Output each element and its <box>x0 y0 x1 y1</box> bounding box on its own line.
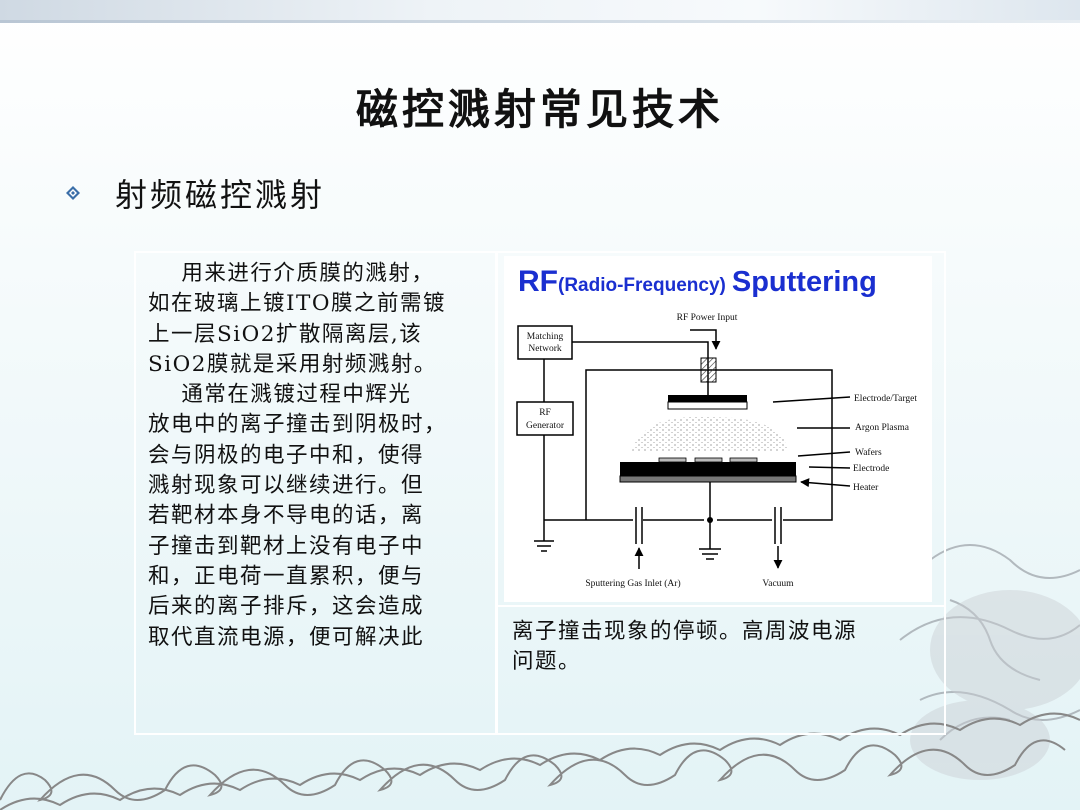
text-line: 问题。 <box>512 649 582 675</box>
text-line: 会与阴极的电子中和，使得 <box>148 442 425 468</box>
text-line: 子撞击到靶材上没有电子中 <box>148 533 425 559</box>
text-line: 溅射现象可以继续进行。但 <box>148 473 425 499</box>
label-wafers: Wafers <box>855 447 882 458</box>
label-rf-gen-1: RF <box>539 408 551 418</box>
diagram-title-paren: (Radio-Frequency) <box>558 275 726 296</box>
text-line: 通常在溅镀过程中辉光 <box>148 382 412 408</box>
diagram-title-rf: RF <box>518 265 558 298</box>
right-paragraph: 离子撞击现象的停顿。高周波电源问题。 <box>512 617 857 678</box>
label-rf-power-input: RF Power Input <box>677 313 738 323</box>
label-heater: Heater <box>853 483 879 493</box>
text-line: 后来的离子排斥，这会造成 <box>148 594 425 620</box>
argon-plasma <box>632 416 788 452</box>
rf-sputtering-diagram: RF(Radio-Frequency)Sputtering RF Power I… <box>504 256 932 602</box>
label-electrode: Electrode <box>853 464 889 474</box>
diagram-title-sputtering: Sputtering <box>732 266 877 298</box>
text-line: 若靶材本身不导电的话，离 <box>148 503 425 529</box>
insulator <box>700 357 717 383</box>
left-paragraph: 用来进行介质膜的溅射， 如在玻璃上镀ITO膜之前需镀上一层SiO2扩散隔离层,该 S… <box>148 259 447 653</box>
label-argon-plasma: Argon Plasma <box>855 423 910 433</box>
table-cell-left: 用来进行介质膜的溅射， 如在玻璃上镀ITO膜之前需镀上一层SiO2扩散隔离层,该 S… <box>134 251 497 735</box>
electrode <box>620 462 796 476</box>
label-rf-gen-2: Generator <box>526 421 565 431</box>
text-line: 如在玻璃上镀ITO膜之前需镀 <box>148 291 446 317</box>
label-gas-inlet: Sputtering Gas Inlet (Ar) <box>585 578 680 589</box>
label-vacuum: Vacuum <box>762 579 794 589</box>
svg-text:RF(Radio-Frequency)Sputtering: RF(Radio-Frequency) Sputtering <box>518 265 877 298</box>
text-line: 取代直流电源，便可解决此 <box>148 624 425 650</box>
diamond-bullet-icon <box>66 186 80 200</box>
top-band <box>0 0 1080 20</box>
text-line: 放电中的离子撞击到阴极时， <box>148 412 448 438</box>
matching-network-box <box>517 325 573 360</box>
text-line: 离子撞击现象的停顿。高周波电源 <box>512 619 858 644</box>
text-line: SiO2膜就是采用射频溅射。 <box>148 351 437 377</box>
heater <box>619 475 797 483</box>
label-matching-1: Matching <box>527 332 564 342</box>
target <box>668 395 747 402</box>
text-line: 和，正电荷一直累积，便与 <box>148 563 425 589</box>
slide-title: 磁控溅射常见技术 <box>355 85 724 134</box>
text-line: 上一层SiO2扩散隔离层,该 <box>148 321 423 347</box>
table-cell-right: 离子撞击现象的停顿。高周波电源问题。 <box>496 605 946 735</box>
label-electrode-target: Electrode/Target <box>854 394 917 404</box>
label-matching-2: Network <box>528 344 561 354</box>
top-band-line <box>0 20 1080 23</box>
rf-generator-box <box>516 401 574 436</box>
bullet-heading: 射频磁控溅射 <box>115 176 326 214</box>
text-line: 用来进行介质膜的溅射， <box>148 261 435 286</box>
